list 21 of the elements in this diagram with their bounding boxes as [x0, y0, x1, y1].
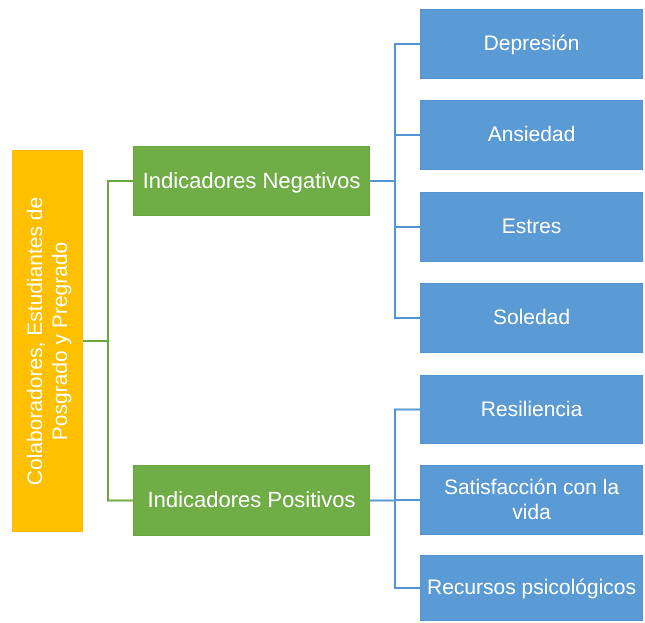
box-label: Indicadores Positivos — [148, 487, 356, 514]
box-label: Depresión — [484, 31, 580, 57]
box-label: Indicadores Negativos — [142, 168, 360, 194]
box-label: Resiliencia — [480, 396, 582, 422]
indicator-box — [420, 283, 643, 353]
group-label: Colaboradores, Estudiantes de Posgrado y Pregrado — [22, 196, 72, 488]
box-label: Estres — [502, 214, 562, 240]
indicator-box — [420, 465, 643, 535]
box-label: Soledad — [492, 305, 570, 331]
indicator-box — [420, 9, 643, 79]
indicator-box — [420, 375, 643, 444]
box-label: Ansiedad — [488, 122, 576, 148]
group-box — [12, 150, 83, 532]
indicator-box — [420, 192, 643, 262]
box-label: Recursos psicológicos — [427, 575, 636, 601]
indicator-box — [420, 555, 643, 621]
indicator-box — [420, 100, 643, 170]
connector-line — [83, 340, 133, 502]
category-box — [133, 146, 370, 216]
category-box — [133, 465, 370, 536]
box-label: Satisfacción con la vida — [442, 474, 620, 526]
